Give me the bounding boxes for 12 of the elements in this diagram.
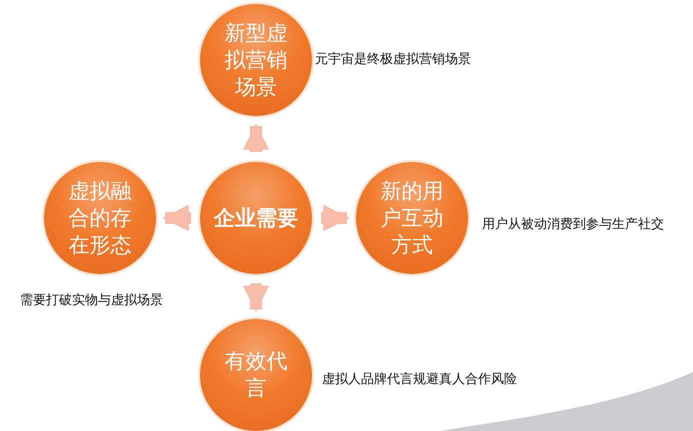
center-label: 企业需要	[212, 204, 299, 232]
block-arrow	[242, 123, 270, 152]
side-note: 元宇宙是终极虚拟营销场景	[315, 51, 471, 68]
node-label: 新的用户互动方式	[380, 178, 444, 258]
block-arrow	[162, 204, 191, 232]
block-arrow	[321, 204, 350, 232]
node-label: 虚拟融合的存在形态	[68, 178, 132, 258]
side-note: 用户从被动消费到参与生产社交	[482, 216, 664, 233]
side-note: 需要打破实物与虚拟场景	[20, 292, 163, 309]
node-label: 新型虚拟营销场景	[224, 20, 288, 100]
side-note: 虚拟人品牌代言规避真人合作风险	[322, 371, 517, 388]
node-label: 有效代言	[224, 348, 288, 402]
